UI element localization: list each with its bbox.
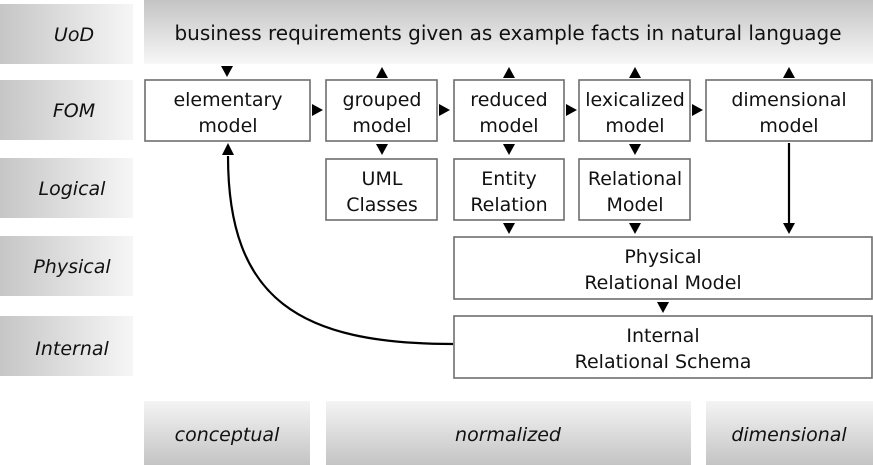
box-grouped-line1: grouped xyxy=(343,89,422,111)
box-reduced-line2: model xyxy=(479,115,538,137)
box-reduced-model: reduced model xyxy=(453,79,565,142)
box-reduced-line1: reduced xyxy=(470,89,547,111)
box-elementary-line1: elementary xyxy=(173,89,282,111)
box-lexicalized-line2: model xyxy=(605,115,664,137)
arrow-grouped-to-reduced xyxy=(439,104,450,116)
box-lexicalized-model: lexicalized model xyxy=(578,79,691,142)
box-physical-line2: Relational Model xyxy=(584,272,741,294)
arrow-grouped-to-uml xyxy=(376,144,388,155)
arrow-dimensional-to-physical xyxy=(783,223,795,234)
column-band-dimensional xyxy=(706,401,873,465)
arrow-reduced-to-er xyxy=(503,144,515,155)
box-physical-line1: Physical xyxy=(624,246,701,268)
row-band-logical xyxy=(0,158,133,218)
box-er-line2: Relation xyxy=(470,194,547,216)
box-physical-relational-model: Physical Relational Model xyxy=(453,236,873,300)
row-band-uod xyxy=(0,4,133,64)
arrow-grouped-to-uod xyxy=(376,67,388,78)
box-uml-line1: UML xyxy=(362,168,403,190)
box-grouped-model: grouped model xyxy=(325,79,438,142)
column-label-dimensional: dimensional xyxy=(731,424,847,446)
column-band-conceptual xyxy=(144,401,310,465)
box-internal-line1: Internal xyxy=(626,325,699,347)
box-elementary-model: elementary model xyxy=(144,79,311,142)
box-relational-line2: Model xyxy=(606,194,663,216)
arrow-lexicalized-to-relational xyxy=(629,144,641,155)
box-er-line1: Entity xyxy=(481,168,536,190)
row-band-fom xyxy=(0,80,133,140)
box-internal-relational-schema: Internal Relational Schema xyxy=(453,315,873,379)
arrow-lexicalized-to-dimensional xyxy=(692,104,703,116)
arrow-elementary-to-grouped xyxy=(312,104,323,116)
row-band-physical xyxy=(0,236,133,296)
arrow-feedback-to-elementary xyxy=(222,143,234,155)
arrow-lexicalized-to-uod xyxy=(629,67,641,78)
box-uml-classes: UML Classes xyxy=(325,158,438,221)
column-band-normalized xyxy=(326,401,691,465)
box-relational-line1: Relational xyxy=(588,168,682,190)
column-label-normalized: normalized xyxy=(455,424,562,446)
box-grouped-line2: model xyxy=(352,115,411,137)
box-uml-line2: Classes xyxy=(346,194,418,216)
box-lexicalized-line1: lexicalized xyxy=(585,89,685,111)
arrow-reduced-to-uod xyxy=(503,67,515,78)
column-label-conceptual: conceptual xyxy=(175,424,280,446)
uod-text: business requirements given as example f… xyxy=(174,21,841,45)
arrow-relational-to-physical xyxy=(629,223,641,234)
arrow-uod-to-elementary xyxy=(221,66,233,77)
uod-band xyxy=(144,0,873,64)
arrow-dimensional-to-uod xyxy=(783,67,795,78)
row-band-internal xyxy=(0,316,133,376)
box-dimensional-model: dimensional model xyxy=(705,79,873,142)
box-dimensional-line2: model xyxy=(759,115,818,137)
arrow-reduced-to-lexicalized xyxy=(566,104,577,116)
box-relational-model: Relational Model xyxy=(578,158,691,221)
feedback-curve-internal-to-elementary xyxy=(226,155,454,346)
box-internal-line2: Relational Schema xyxy=(575,351,752,373)
box-dimensional-line1: dimensional xyxy=(731,89,846,111)
row-label-logical: Logical xyxy=(39,178,107,200)
row-label-physical: Physical xyxy=(33,256,111,278)
arrow-physical-to-internal xyxy=(657,302,669,313)
row-label-uod: UoD xyxy=(54,24,94,46)
box-elementary-line2: model xyxy=(198,115,257,137)
row-label-internal: Internal xyxy=(35,338,109,360)
arrow-er-to-physical xyxy=(503,223,515,234)
box-entity-relation: Entity Relation xyxy=(453,158,565,221)
row-label-fom: FOM xyxy=(53,100,95,122)
